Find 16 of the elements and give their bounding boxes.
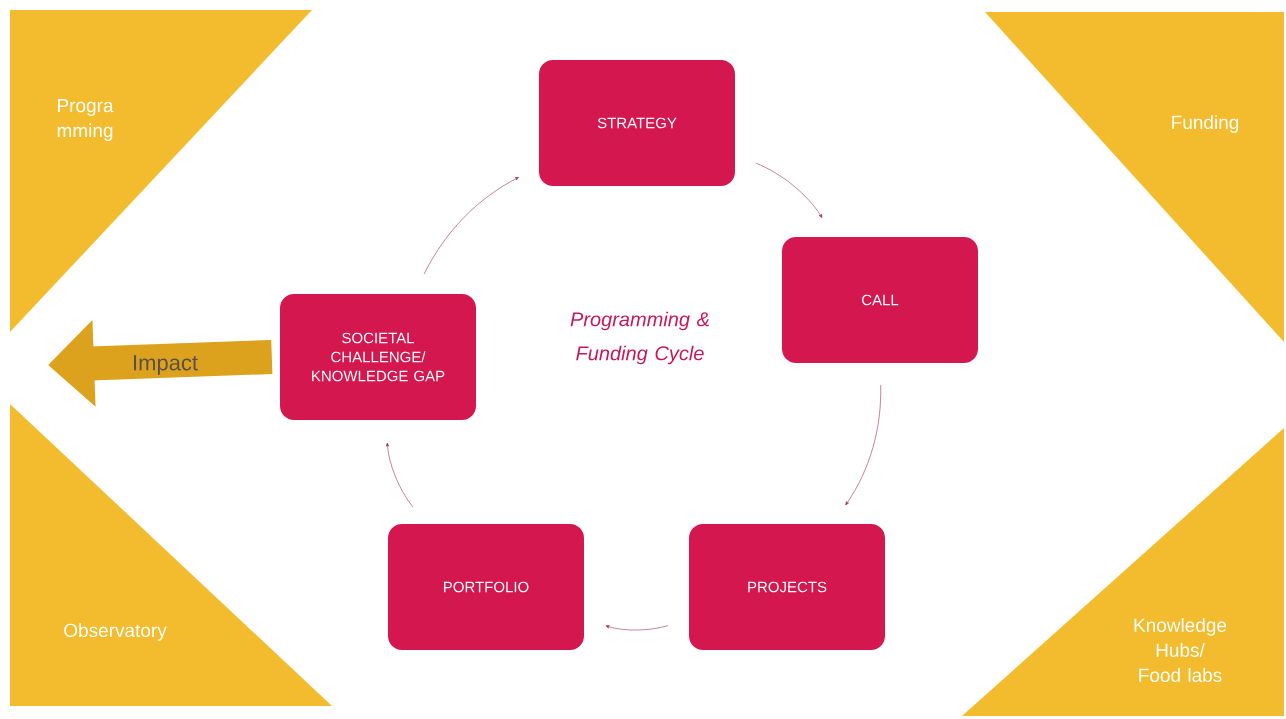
corner-triangle: Observatory [10,404,332,706]
corner-triangle: Progra mming [10,10,312,332]
arrow [385,442,414,508]
cycle-title: Programming & Funding Cycle [570,311,709,365]
arrow [755,162,823,218]
arrow [423,177,519,275]
process-box: PROJECTS [689,524,885,650]
process-box: STRATEGY [539,60,735,186]
corner-triangle: Knowledge Hubs/ Food labs [962,428,1284,716]
arrow [605,625,669,631]
process-box: SOCIETAL CHALLENGE/ KNOWLEDGE GAP [280,294,476,420]
arrow [845,384,881,506]
corner-triangle: Funding [985,12,1284,342]
edge-label: Impact [134,355,198,375]
process-box: PORTFOLIO [388,524,584,650]
process-box: CALL [782,237,978,363]
